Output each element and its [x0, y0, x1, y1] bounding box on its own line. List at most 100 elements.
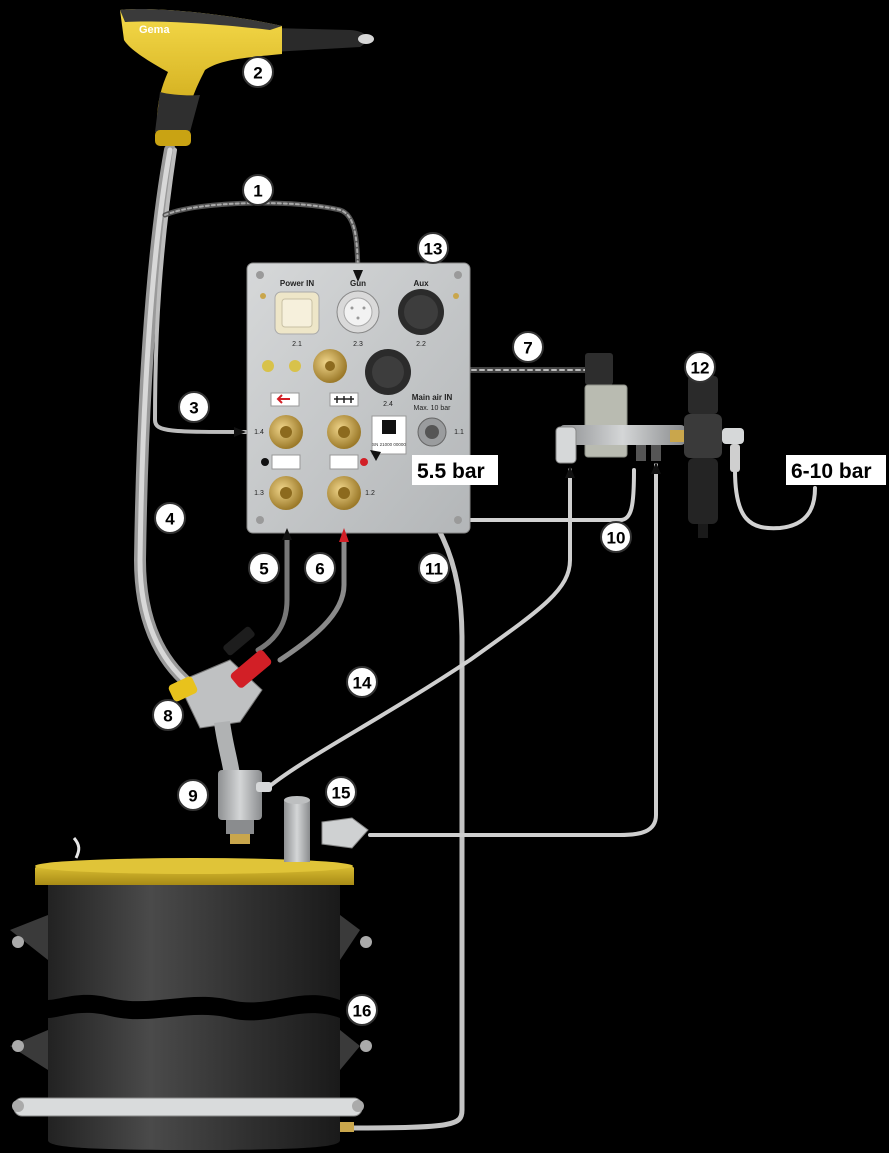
panel-screw: [260, 293, 266, 299]
red-connector: [230, 650, 272, 688]
callout-circle: [177, 779, 209, 811]
hose-15: [368, 463, 658, 837]
port-fluidizing-center: [338, 426, 350, 438]
callout-number: 3: [189, 399, 198, 418]
callout-number: 10: [607, 529, 626, 548]
callout-12: 12: [684, 351, 716, 383]
supply-hose: [733, 468, 817, 531]
valve-socket-cap: [372, 356, 404, 388]
port-1-3-symbol: [271, 454, 301, 470]
callout-10: 10: [600, 521, 632, 553]
callout-9: 9: [177, 779, 209, 811]
lid-handle: [72, 837, 81, 859]
gun-handle: [155, 92, 200, 135]
powder-hopper: [10, 796, 372, 1150]
callout-number: 16: [353, 1002, 372, 1021]
callout-4: 4: [154, 502, 186, 534]
filter-drain: [698, 524, 708, 538]
callout-circle: [248, 552, 280, 584]
port-1-1-label: 1.1: [454, 429, 464, 436]
callout-8: 8: [152, 699, 184, 731]
panel-screw: [256, 516, 264, 524]
regulator-top: [688, 376, 718, 414]
suction-tube-top: [284, 796, 310, 804]
hopper-lower-body: [48, 1012, 340, 1150]
injector-yellow-clip: [168, 676, 198, 702]
regulator-outlet: [722, 428, 744, 444]
small-fitting: [262, 360, 274, 372]
callout-15: 15: [325, 776, 357, 808]
callout-5: 5: [248, 552, 280, 584]
fluidizing-hose: [347, 452, 465, 1131]
port-1-3-center: [280, 487, 292, 499]
hopper-bracket: [340, 915, 360, 960]
regulated-pressure: 5.5 bar: [417, 460, 485, 483]
air-hose-1-4: [152, 148, 252, 434]
control-panel: Power IN Gun Aux 2.1 2.3 2.2 2.4 1.4: [246, 262, 471, 534]
callout-circle: [304, 552, 336, 584]
gun-cable-pattern: [164, 202, 359, 286]
spray-gun: Gema: [120, 8, 374, 146]
sticker-text: SN 21000 00000: [372, 442, 406, 447]
label-aux: Aux: [413, 279, 429, 288]
manifold-fitting-left: [555, 426, 577, 464]
injector-assembly: [168, 626, 272, 844]
panel-screw: [454, 516, 462, 524]
manifold: [560, 425, 685, 445]
callout-number: 6: [315, 560, 324, 579]
filter-regulator: [684, 376, 744, 538]
manifold-outlet-2: [651, 445, 661, 461]
sticker-code: [382, 420, 396, 434]
port-1-3-dot: [261, 458, 269, 466]
pump-gold-nipple: [230, 834, 250, 844]
regulator-outlet-tube: [730, 444, 740, 472]
port-1-2-symbol: [329, 454, 359, 470]
gun-top: [120, 8, 282, 31]
callout-circle: [418, 552, 450, 584]
callout-3: 3: [178, 391, 210, 423]
brass-connector: [670, 430, 684, 442]
port-1-4-center: [280, 426, 292, 438]
gun-nozzle: [358, 34, 374, 44]
port-1-4-label: 1.4: [254, 429, 264, 436]
pump-air-inlet: [256, 782, 272, 792]
label-main-air-in: Main air IN: [412, 393, 453, 402]
callout-number: 8: [163, 707, 172, 726]
arrow-1-4: [234, 427, 246, 437]
gun-socket-pin: [362, 306, 366, 310]
callout-number: 1: [253, 182, 262, 201]
callout-11: 11: [418, 552, 450, 584]
bracket-bolt: [12, 1040, 24, 1052]
callout-7: 7: [512, 331, 544, 363]
hose-1-2: [277, 517, 347, 663]
arrow-valve-1: [565, 466, 575, 478]
small-fitting: [289, 360, 301, 372]
port-2-2-label: 2.2: [416, 341, 426, 348]
bracket-bolt: [360, 1040, 372, 1052]
regulated-pressure-box: [412, 455, 498, 485]
arrow-valve-2: [651, 462, 661, 474]
callout-circle: [512, 331, 544, 363]
hose-1-3: [255, 517, 290, 653]
hopper-air-connector: [321, 817, 369, 849]
callout-number: 11: [425, 560, 443, 579]
callout-number: 14: [353, 674, 372, 693]
port-1-2-label: 1.2: [365, 490, 375, 497]
panel-screw: [454, 271, 462, 279]
callout-circle: [178, 391, 210, 423]
callout-circle: [242, 174, 274, 206]
arrow-11: [370, 450, 381, 461]
port-2-3-label: 2.3: [353, 341, 363, 348]
main-air-in-port-center: [425, 425, 439, 439]
label-power-in: Power IN: [280, 279, 314, 288]
gun-socket-pin: [356, 316, 360, 320]
hopper-lid-top: [35, 858, 353, 874]
gun-socket-inner: [343, 297, 373, 327]
hopper-bracket: [10, 1030, 48, 1070]
bracket-bolt: [12, 936, 24, 948]
hopper-bracket: [340, 1030, 360, 1070]
powder-hose-highlight: [137, 147, 193, 688]
callout-circle: [600, 521, 632, 553]
callout-16: 16: [346, 994, 378, 1026]
